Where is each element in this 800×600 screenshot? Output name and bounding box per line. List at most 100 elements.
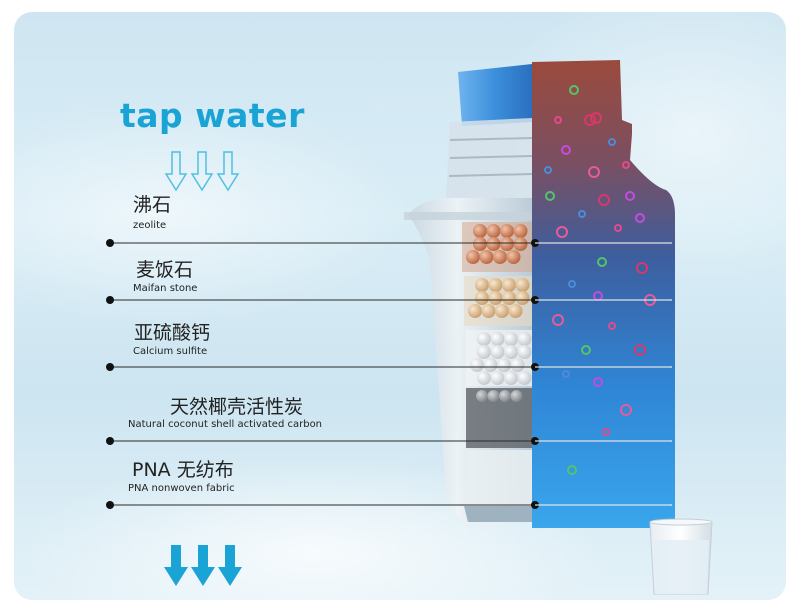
maifan-stone-granule (488, 278, 503, 292)
layer-5-cn-label: PNA 无纺布 (132, 459, 234, 481)
contaminant-particle (608, 138, 616, 146)
contaminant-particle (552, 314, 564, 326)
layer-1-en-label: zeolite (133, 220, 167, 231)
carbon-granule (487, 390, 500, 402)
leader-dot-left (106, 296, 114, 304)
calcium-sulfite-granule (483, 358, 498, 372)
layer-1-cn-label: 沸石 (133, 194, 172, 216)
layer-5-en-label: PNA nonwoven fabric (128, 483, 235, 494)
maifan-stone-granule (502, 278, 516, 292)
carbon-granule (476, 390, 488, 402)
zeolite-granule (500, 224, 514, 238)
leader-lines (106, 239, 672, 509)
zeolite-granule (500, 237, 514, 251)
contaminant-particle (545, 191, 555, 201)
down-arrow-outline-icon (216, 151, 240, 192)
leader-dot-left (106, 437, 114, 445)
maifan-stone-granule (475, 291, 489, 305)
maifan-stone-granule (488, 291, 503, 305)
filter-body-left (404, 64, 533, 522)
calcium-sulfite-granule (510, 358, 525, 372)
maifan-stone-granule (481, 304, 496, 318)
leader-dot-left (106, 501, 114, 509)
zeolite-granule (513, 237, 528, 251)
contaminant-particle (554, 116, 562, 124)
calcium-sulfite-granule (470, 358, 484, 372)
calcium-sulfite-granule (517, 345, 532, 359)
zeolite-granule (473, 224, 487, 238)
layer-2-en-label: Maifan stone (133, 283, 198, 294)
contaminant-particle (562, 370, 570, 378)
maifan-stone-granule (502, 291, 516, 305)
zeolite-granule (479, 250, 494, 264)
contaminant-particle (593, 377, 603, 387)
water-glass-icon (649, 518, 713, 595)
contaminant-particle (581, 345, 591, 355)
calcium-sulfite-granule (477, 371, 491, 385)
down-arrow-outline-icon (190, 151, 214, 192)
zeolite-granule (506, 250, 521, 264)
calcium-sulfite-granule (490, 345, 505, 359)
leader-dot-left (106, 363, 114, 371)
layer-3-cn-label: 亚硫酸钙 (134, 322, 211, 344)
calcium-sulfite-granule (490, 332, 505, 346)
maifan-stone-granule (515, 278, 530, 292)
contaminant-particle (578, 210, 586, 218)
maifan-stone-granule (495, 304, 509, 318)
zeolite-granule (473, 237, 487, 251)
calcium-sulfite-granule (517, 371, 532, 385)
contaminant-particle (602, 428, 610, 436)
contaminant-particle (597, 257, 607, 267)
calcium-sulfite-granule (477, 345, 491, 359)
maifan-stone-granule (508, 304, 523, 318)
down-arrow-solid-icon (191, 545, 215, 586)
calcium-sulfite-granule (504, 345, 518, 359)
zeolite-granule (513, 224, 528, 238)
contaminant-particle (588, 166, 600, 178)
contaminant-particle (567, 465, 577, 475)
contaminant-particles (544, 85, 656, 475)
contaminant-particle (608, 322, 616, 330)
carbon-granule (499, 390, 511, 402)
calcium-sulfite-granule (517, 332, 532, 346)
calcium-sulfite-granule (504, 371, 518, 385)
tap-water-title: tap water (120, 96, 305, 135)
calcium-sulfite-granule (477, 332, 491, 346)
layer-4-en-label: Natural coconut shell activated carbon (128, 419, 323, 430)
inflow-arrows (164, 151, 240, 192)
layer-4-cn-label: 天然椰壳活性炭 (170, 396, 304, 418)
zeolite-granule (466, 250, 480, 264)
carbon-granule (510, 390, 523, 402)
maifan-stone-granule (468, 304, 482, 318)
contaminant-particle (636, 262, 648, 274)
contaminant-particle (568, 280, 576, 288)
water-flow-half (532, 60, 675, 528)
zeolite-granule (486, 224, 501, 238)
contaminant-particle (544, 166, 552, 174)
contaminant-particle (556, 226, 568, 238)
contaminant-particle (569, 85, 579, 95)
maifan-stone-granule (515, 291, 530, 305)
filter-cap (458, 64, 532, 126)
contaminant-particle (561, 145, 571, 155)
down-arrow-solid-icon (218, 545, 242, 586)
contaminant-particle (622, 161, 630, 169)
contaminant-particle (634, 344, 646, 356)
calcium-sulfite-granule (497, 358, 511, 372)
outflow-arrows (164, 545, 242, 586)
maifan-stone-granule (475, 278, 489, 292)
contaminant-particle (584, 114, 596, 126)
leader-dot-left (106, 239, 114, 247)
down-arrow-outline-icon (164, 151, 188, 192)
zeolite-granule (493, 250, 507, 264)
contaminant-particle (620, 404, 632, 416)
down-arrow-solid-icon (164, 545, 188, 586)
contaminant-particle (614, 224, 622, 232)
zeolite-granule (486, 237, 501, 251)
calcium-sulfite-granule (504, 332, 518, 346)
contaminant-particle (635, 213, 645, 223)
contaminant-particle (625, 191, 635, 201)
contaminant-particle (598, 194, 610, 206)
